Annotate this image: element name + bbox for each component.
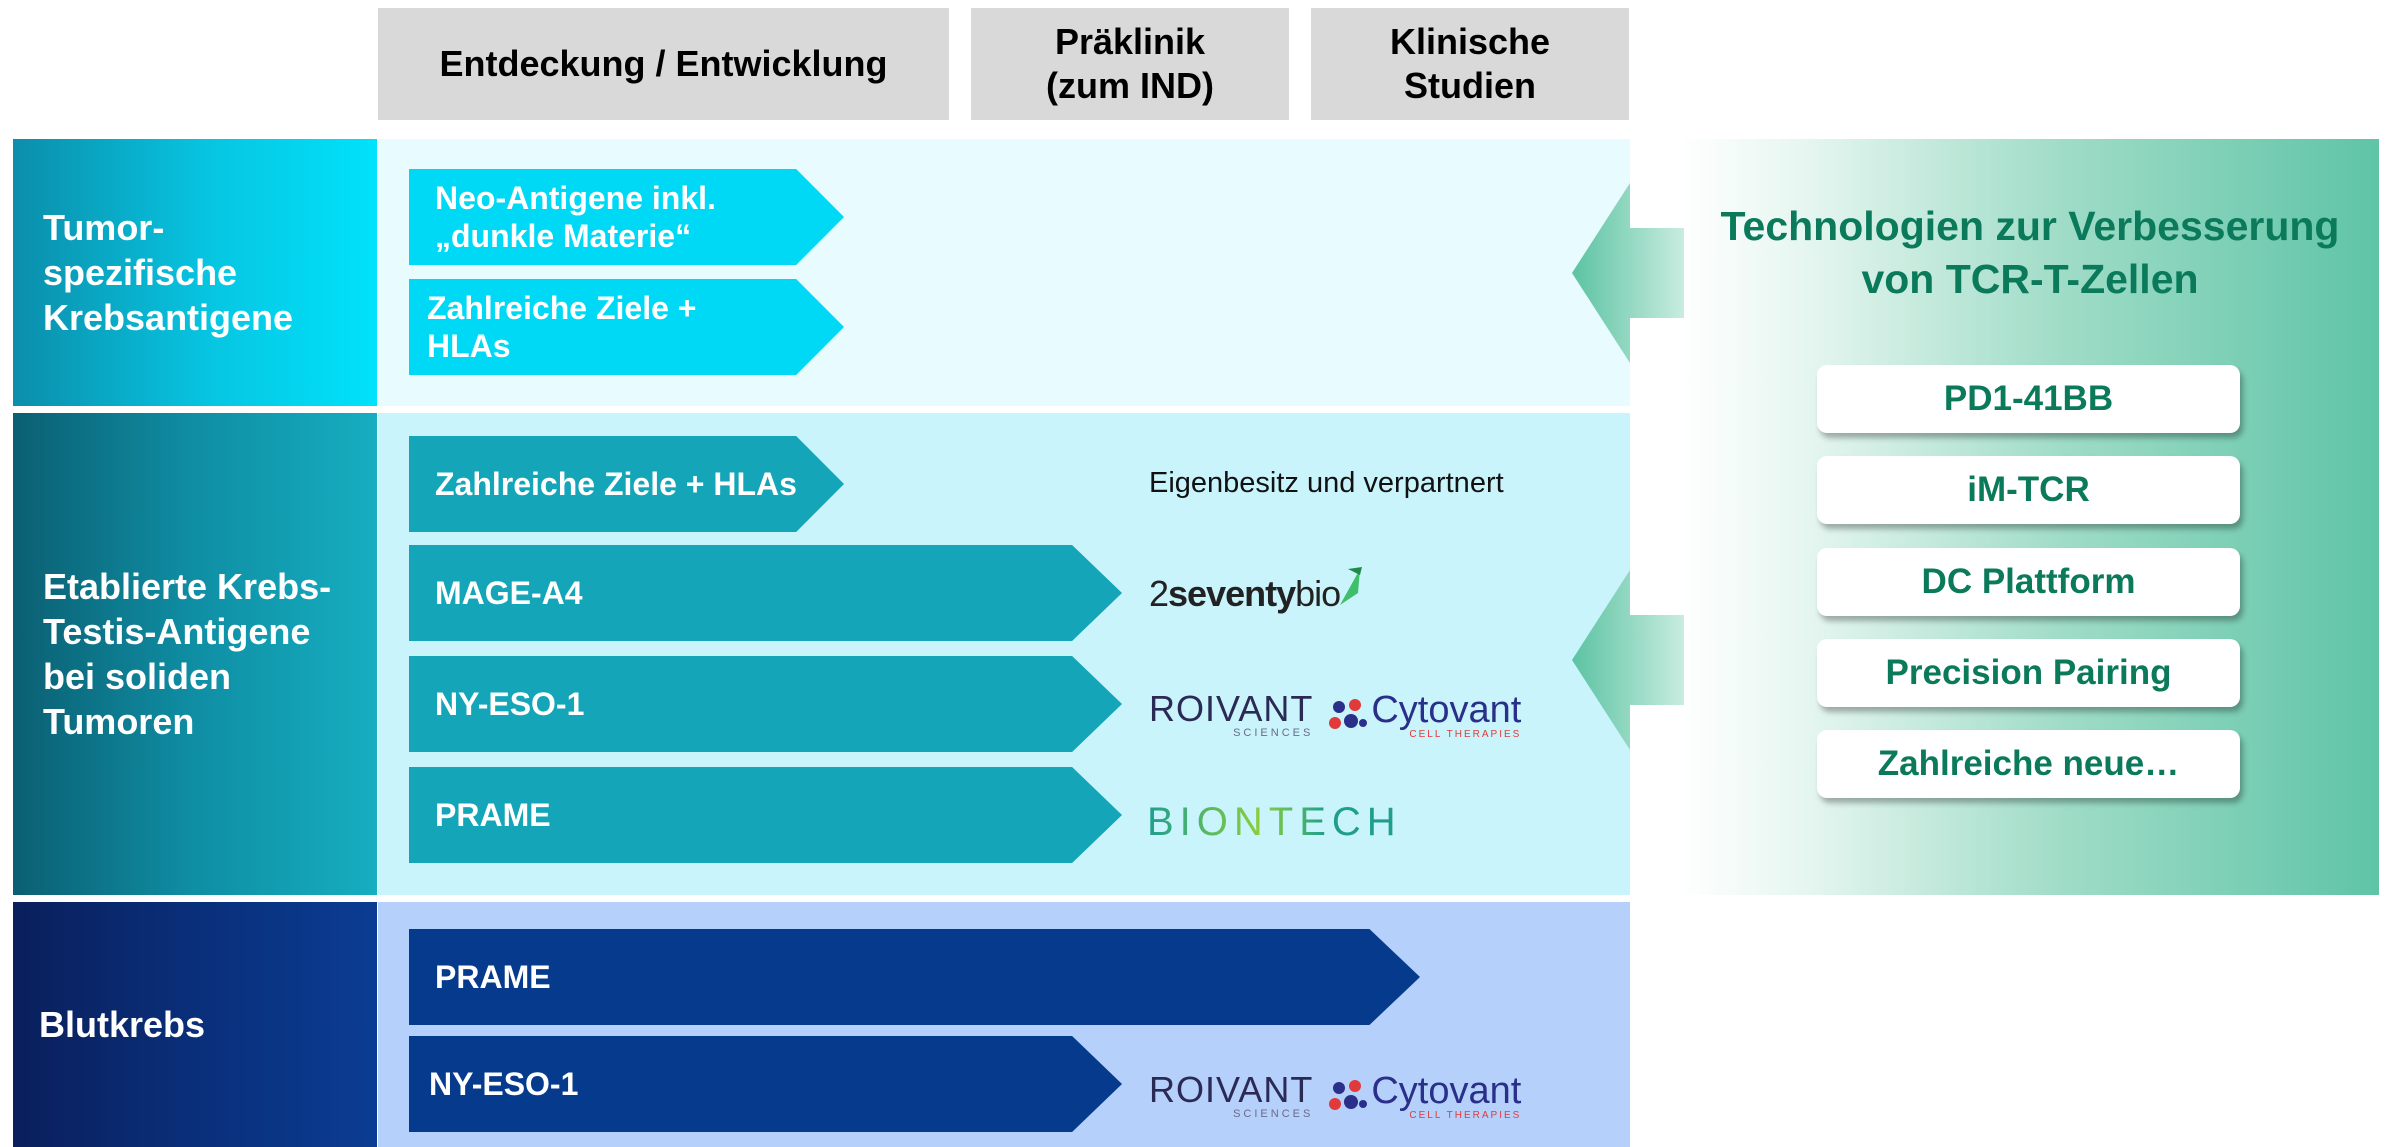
- logo-2seventybio-prefix: 2: [1149, 573, 1169, 614]
- header-discovery: Entdeckung / Entwicklung: [378, 8, 949, 120]
- header-discovery-label: Entdeckung / Entwicklung: [439, 43, 888, 84]
- program-mage-a4: MAGE-A4: [409, 545, 1122, 641]
- header-clinical-line2: Studien: [1404, 65, 1536, 106]
- logo-2seventybio-suffix: bio: [1295, 573, 1341, 614]
- program-mage-label: MAGE-A4: [435, 575, 583, 611]
- row-label-blood-text: Blutkrebs: [39, 1004, 206, 1045]
- logo-roivant-cytovant-blood: ROIVANT SCIENCES Cytovant CELL THERAPIES: [1149, 1066, 1521, 1126]
- header-preclinic-line1: Präklinik: [1054, 21, 1206, 62]
- logo-2seventybio-bold: seventy: [1168, 573, 1296, 614]
- program-prame-blood-label: PRAME: [435, 959, 551, 995]
- row-label-tumor-line1: Tumor-: [43, 207, 165, 248]
- roivant-wordmark: ROIVANT: [1149, 688, 1314, 729]
- tech-item-pd1-41bb: PD1-41BB: [1817, 365, 2240, 433]
- row-label-established-line4: Tumoren: [43, 701, 195, 742]
- program-multi-line1: Zahlreiche Ziele +: [427, 290, 697, 326]
- cytovant-subtitle: CELL THERAPIES: [1409, 728, 1522, 740]
- technology-title-line2: von TCR-T-Zellen: [1861, 256, 2199, 302]
- program-neo-line1: Neo-Antigene inkl.: [435, 180, 716, 216]
- program-prame-solid: PRAME: [409, 767, 1122, 863]
- row-label-tumor-line3: Krebsantigene: [43, 297, 294, 338]
- tech-item-im-tcr: iM-TCR: [1817, 456, 2240, 524]
- tech-item-label: Precision Pairing: [1885, 653, 2172, 692]
- header-preclinic: Präklinik (zum IND): [971, 8, 1289, 120]
- logo-roivant-blood: ROIVANT SCIENCES: [1149, 1069, 1314, 1121]
- program-multi-line2: HLAs: [427, 328, 511, 364]
- header-preclinic-line2: (zum IND): [1046, 65, 1214, 106]
- tech-arrow-bottom-icon: [1572, 570, 1684, 750]
- logo-roivant-cytovant-solid: ROIVANT SCIENCES Cytovant CELL THERAPIES: [1149, 685, 1521, 745]
- row-label-established: Etablierte Krebs- Testis-Antigene bei so…: [13, 413, 377, 895]
- cytovant-molecule-icon-blood: [1329, 1080, 1368, 1110]
- logo-roivant-solid: ROIVANT SCIENCES: [1149, 688, 1314, 740]
- technology-title: Technologien zur Verbesserung von TCR-T-…: [1690, 200, 2370, 306]
- cytovant-wordmark-blood: Cytovant: [1371, 1069, 1522, 1112]
- biontech-wordmark: BIONTECH: [1147, 799, 1402, 844]
- technology-title-line1: Technologien zur Verbesserung: [1720, 203, 2340, 249]
- roivant-subtitle: SCIENCES: [1233, 727, 1314, 739]
- program-neo-antigens: Neo-Antigene inkl. „dunkle Materie“: [409, 169, 844, 265]
- program-ny-eso-1-blood: NY-ESO-1: [409, 1036, 1122, 1132]
- logo-biontech: BIONTECH: [1147, 797, 1402, 847]
- row-label-established-line1: Etablierte Krebs-: [43, 566, 332, 607]
- tech-item-many-new: Zahlreiche neue…: [1817, 730, 2240, 798]
- cytovant-molecule-icon: [1329, 699, 1368, 729]
- program-prame-solid-label: PRAME: [435, 797, 551, 833]
- tech-item-label: DC Plattform: [1921, 562, 2136, 601]
- program-prame-blood: PRAME: [409, 929, 1420, 1025]
- program-multiple-targets-established: Zahlreiche Ziele + HLAs: [409, 436, 844, 532]
- roivant-wordmark-blood: ROIVANT: [1149, 1069, 1314, 1110]
- program-multiple-targets-tumor: Zahlreiche Ziele + HLAs: [409, 279, 844, 375]
- row-label-tumor-specific: Tumor- spezifische Krebsantigene: [13, 139, 377, 406]
- tech-item-label: iM-TCR: [1967, 470, 2090, 509]
- tech-item-label: PD1-41BB: [1943, 379, 2114, 418]
- header-clinical-line1: Klinische: [1389, 21, 1551, 62]
- row-label-established-line3: bei soliden: [43, 656, 232, 697]
- header-clinical: Klinische Studien: [1311, 8, 1629, 120]
- tech-item-dc-platform: DC Plattform: [1817, 548, 2240, 616]
- tech-arrow-top-icon: [1572, 183, 1684, 363]
- program-nyeso-blood-label: NY-ESO-1: [429, 1066, 579, 1102]
- program-nyeso-solid-label: NY-ESO-1: [435, 686, 585, 722]
- program-ny-eso-1-solid: NY-ESO-1: [409, 656, 1122, 752]
- tech-item-label: Zahlreiche neue…: [1877, 744, 2180, 783]
- program-multi-single-label: Zahlreiche Ziele + HLAs: [435, 466, 797, 502]
- logo-cytovant-solid: Cytovant CELL THERAPIES: [1371, 691, 1521, 740]
- roivant-subtitle-blood: SCIENCES: [1233, 1108, 1314, 1120]
- logo-cytovant-blood: Cytovant CELL THERAPIES: [1371, 1072, 1521, 1121]
- row-label-blood: Blutkrebs: [13, 902, 377, 1147]
- cytovant-wordmark: Cytovant: [1371, 688, 1522, 731]
- program-neo-line2: „dunkle Materie“: [435, 218, 692, 254]
- tech-item-precision-pairing: Precision Pairing: [1817, 639, 2240, 707]
- logo-2seventybio-leaf-icon: [1340, 567, 1363, 605]
- owned-partnered-text: Eigenbesitz und verpartnert: [1149, 466, 1504, 499]
- row-label-tumor-line2: spezifische: [43, 252, 238, 293]
- cytovant-subtitle-blood: CELL THERAPIES: [1409, 1109, 1522, 1121]
- owned-partnered-note: Eigenbesitz und verpartnert: [1149, 463, 1504, 503]
- row-label-established-line2: Testis-Antigene: [43, 611, 311, 652]
